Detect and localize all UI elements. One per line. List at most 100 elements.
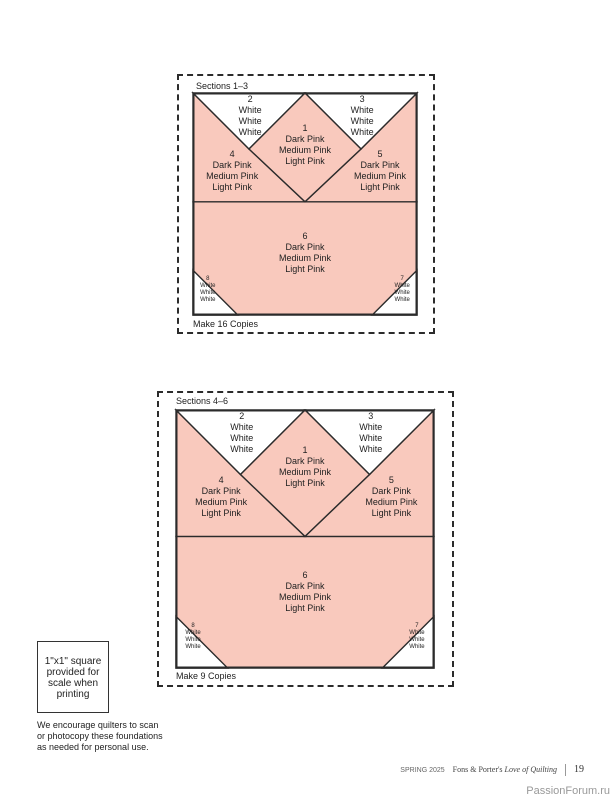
section-label-1: Sections 1–3 — [196, 81, 249, 91]
section-label-2: Sections 4–6 — [176, 396, 229, 406]
piece-label-line: White — [230, 422, 254, 432]
piece-label-line: Medium Pink — [206, 170, 259, 181]
piece-label-line: Light Pink — [285, 477, 325, 488]
piece-label-line: White — [230, 433, 254, 443]
copies-label-2: Make 9 Copies — [176, 671, 237, 681]
piece-label-line: 3 — [368, 411, 374, 421]
copies-label-1: Make 16 Copies — [193, 319, 259, 329]
piece-label-line: Dark Pink — [285, 241, 325, 252]
piece-label-line: White — [350, 116, 374, 126]
piece-label-line: Dark Pink — [371, 485, 411, 496]
piece-label-line: Medium Pink — [278, 466, 332, 477]
page-number: 19 — [574, 764, 584, 775]
piece-label-line: Light Pink — [371, 507, 412, 518]
piece-label-line: Dark Pink — [285, 580, 325, 591]
piece-label-line: Medium Pink — [365, 496, 418, 507]
scale-square-text: 1"x1" square provided for scale when pri… — [44, 656, 102, 700]
piece-label-line: Dark Pink — [212, 159, 252, 170]
piece-label-line: White — [200, 296, 216, 303]
piece-label-line: Light Pink — [285, 263, 325, 274]
piece-label-line: Medium Pink — [278, 591, 332, 602]
block-border — [175, 409, 435, 669]
piece-label-line: Light Pink — [212, 181, 252, 192]
piece-label-line: White — [185, 629, 201, 636]
piece-label-line: 4 — [218, 474, 224, 485]
piece-label-line: White — [238, 105, 262, 115]
piece-label-line: White — [359, 444, 383, 454]
piece-label-line: Medium Pink — [195, 496, 248, 507]
piece-label-line: Light Pink — [201, 507, 241, 518]
page-footer: SPRING 2025 Fons & Porter's Love of Quil… — [400, 764, 584, 777]
foundation-frame-2 — [157, 391, 454, 687]
piece-label-line: 5 — [377, 148, 383, 159]
piece-label-line: 6 — [302, 569, 308, 580]
foundation-block-2 — [174, 408, 436, 669]
piece-label-line: Dark Pink — [201, 485, 241, 496]
piece-label-line: Dark Pink — [360, 159, 400, 170]
piece-label-line: 7 — [400, 275, 404, 282]
piece-label-line: 2 — [239, 411, 245, 421]
block-border — [192, 92, 418, 316]
piece-label-line: White — [200, 282, 216, 289]
foundation-block-1 — [191, 91, 419, 316]
foundation-frame-1 — [177, 74, 435, 334]
piece-label-line: Light Pink — [360, 181, 400, 192]
piece-label-line: White — [394, 289, 410, 296]
piece-label-line: White — [359, 433, 383, 443]
piece-label-line: 5 — [388, 474, 394, 485]
piece-label-line: White — [230, 444, 254, 454]
piece-label-line: White — [409, 629, 425, 636]
piece-label-line: Light Pink — [285, 602, 325, 613]
footer-divider — [565, 764, 566, 777]
piece-label-line: White — [350, 127, 374, 137]
piece-label-line: 1 — [302, 444, 308, 455]
piece-label-line: 6 — [302, 230, 308, 241]
piece-label-line: 4 — [229, 148, 235, 159]
piece-1-shape — [239, 409, 371, 538]
piece-label-line: White — [238, 127, 262, 137]
piece-label-line: Medium Pink — [278, 252, 332, 263]
piece-label-line: White — [394, 296, 410, 303]
piece-label-line: Dark Pink — [285, 455, 325, 466]
piece-label-line: 8 — [191, 622, 195, 629]
scale-square: 1"x1" square provided for scale when pri… — [37, 641, 109, 713]
piece-label-line: 2 — [247, 94, 253, 104]
piece-label-line: 7 — [415, 622, 419, 629]
piece-label-line: White — [394, 282, 410, 289]
piece-label-line: 1 — [302, 122, 308, 133]
piece-label-line: White — [350, 105, 374, 115]
piece-label-line: 3 — [359, 94, 365, 104]
piece-label-line: White — [238, 116, 262, 126]
piece-label-line: Medium Pink — [354, 170, 407, 181]
piece-label-line: Dark Pink — [285, 133, 325, 144]
piece-label-line: 8 — [206, 275, 210, 282]
issue-season: SPRING 2025 — [400, 767, 445, 774]
piece-1-shape — [247, 92, 363, 203]
piece-label-line: Light Pink — [285, 155, 325, 166]
piece-label-line: White — [185, 643, 201, 650]
piece-label-line: White — [185, 636, 201, 643]
piece-label-line: White — [409, 643, 425, 650]
copy-permission-note: We encourage quilters to scan or photoco… — [37, 720, 163, 752]
watermark: PassionForum.ru — [526, 785, 610, 797]
piece-label-line: White — [200, 289, 216, 296]
piece-label-line: White — [359, 422, 383, 432]
magazine-title: Fons & Porter's Love of Quilting — [452, 765, 557, 774]
piece-label-line: Medium Pink — [278, 144, 332, 155]
